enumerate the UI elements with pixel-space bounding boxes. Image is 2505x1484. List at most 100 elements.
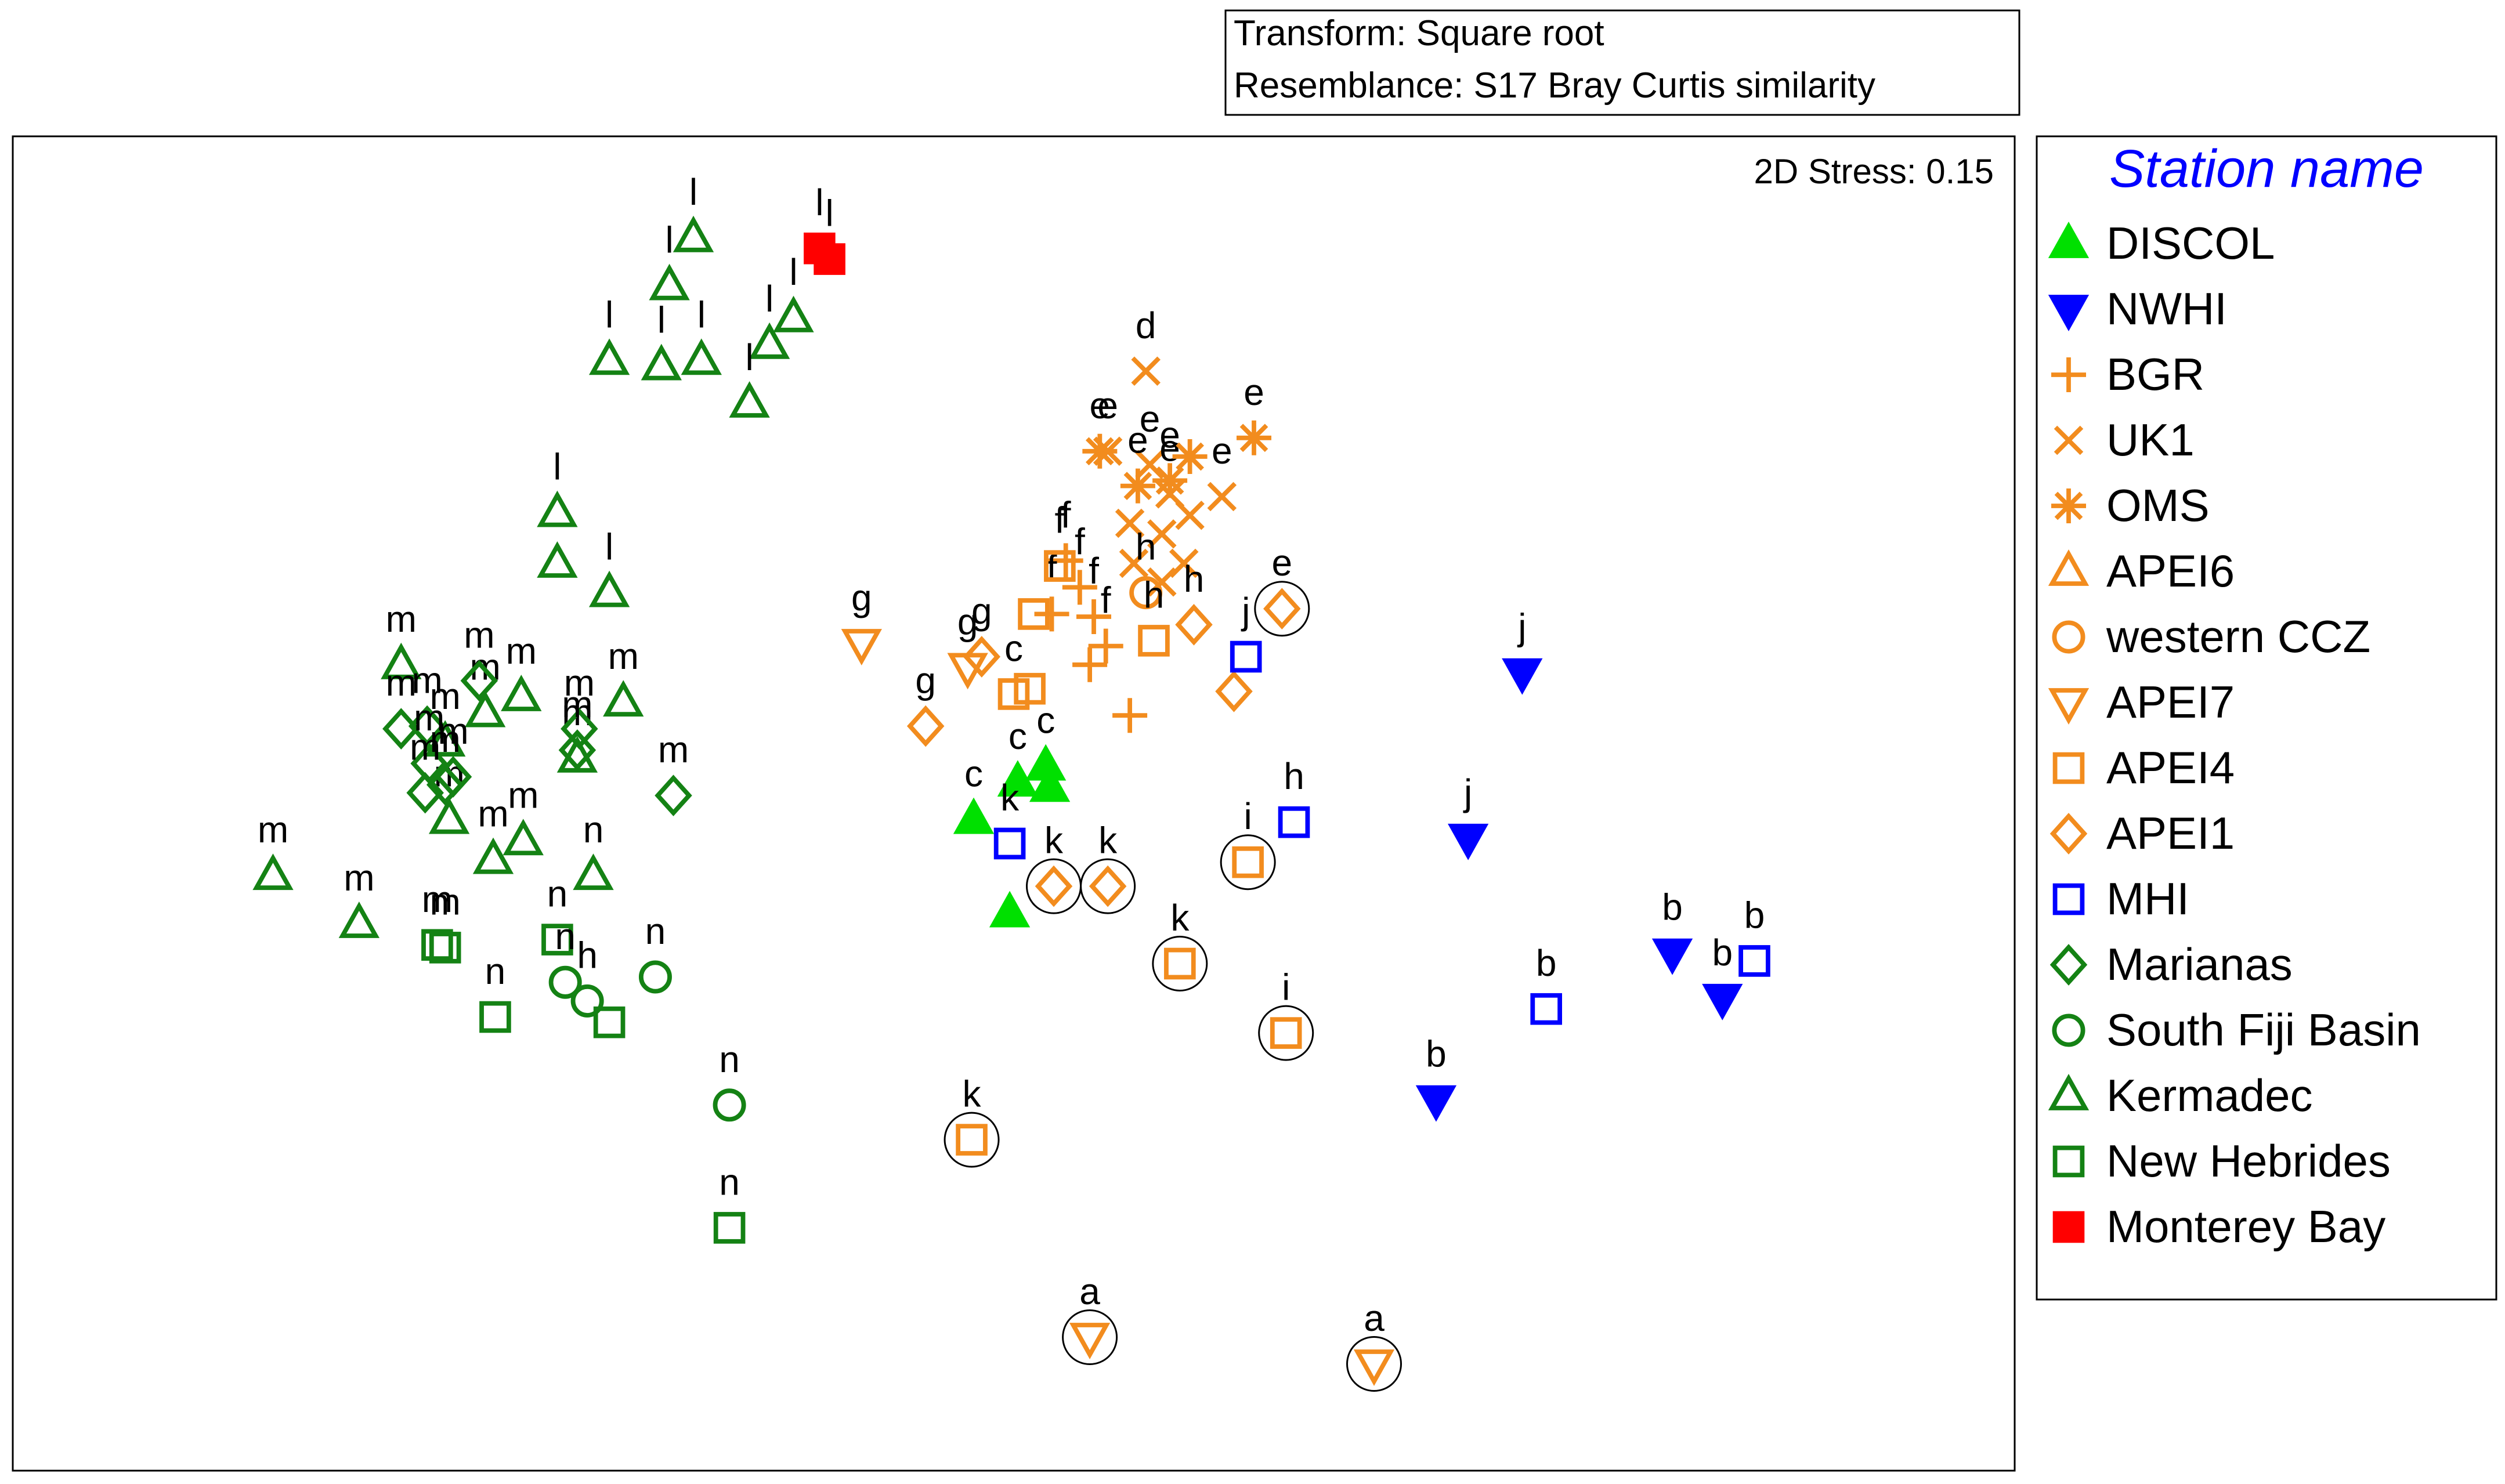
point-marker xyxy=(956,1124,988,1156)
point-label: e xyxy=(1090,385,1111,426)
point-apei1 xyxy=(1215,670,1253,712)
point-bgr xyxy=(1112,698,1148,733)
point-marker xyxy=(1270,1017,1302,1049)
point-apei4: i xyxy=(1220,795,1276,891)
point-uk1 xyxy=(1115,508,1145,538)
legend-item-apei7: APEI7 xyxy=(2048,676,2235,727)
point-label: f xyxy=(1089,550,1099,592)
point-marker xyxy=(252,853,294,891)
point-nwhi: b xyxy=(1651,886,1693,975)
point-label: m xyxy=(411,660,442,701)
point-label: l xyxy=(689,171,697,213)
point-label: l xyxy=(815,182,823,223)
point-apei1: e xyxy=(1254,542,1310,637)
point-marker xyxy=(963,636,1001,678)
point-marker xyxy=(425,720,466,757)
point-label: h xyxy=(1284,755,1304,797)
point-label: m xyxy=(430,675,461,717)
point-marker xyxy=(1014,672,1046,705)
point-label: j xyxy=(1241,590,1250,632)
legend-item-monterey-bay: Monterey Bay xyxy=(2052,1201,2385,1252)
point-marker xyxy=(588,338,630,375)
point-label: m xyxy=(564,662,595,704)
point-label: m xyxy=(386,662,417,704)
point-label: j xyxy=(1463,772,1472,813)
legend-item-apei4: APEI4 xyxy=(2052,742,2235,793)
point-kermadec: m xyxy=(472,793,514,874)
point-kermadec xyxy=(537,541,578,578)
point-marker xyxy=(841,629,882,665)
point-bgr: f xyxy=(1062,520,1097,605)
header-box: Transform: Square root Resemblance: S17 … xyxy=(1224,9,2020,116)
point-oms: e xyxy=(1120,419,1155,504)
point-marker xyxy=(1169,548,1199,578)
point-mhi: b xyxy=(1738,894,1770,977)
point-label: h xyxy=(1136,526,1156,568)
point-marker xyxy=(1278,806,1310,838)
legend-swatch xyxy=(2052,883,2085,915)
point-kermadec: l xyxy=(641,299,682,381)
point-marker xyxy=(426,763,464,806)
point-nwhi: j xyxy=(1502,606,1543,695)
point-monterey-bay: l xyxy=(814,193,845,275)
point-mhi: j xyxy=(1230,590,1262,673)
point-marker xyxy=(1232,846,1264,878)
stress-label: 2D Stress: 0.15 xyxy=(1754,152,1994,191)
point-south-fiji-basin: n xyxy=(638,910,672,994)
point-oms: e xyxy=(1237,371,1271,455)
point-label: k xyxy=(1000,777,1020,819)
point-label: e xyxy=(1097,385,1118,426)
point-label: m xyxy=(430,881,461,922)
point-apei4: k xyxy=(1152,897,1208,991)
point-apei4 xyxy=(1018,598,1050,630)
point-marker xyxy=(1152,463,1188,498)
point-label: e xyxy=(1212,430,1232,472)
point-kermadec: l xyxy=(673,171,714,252)
point-mhi: k xyxy=(993,777,1026,860)
point-label: b xyxy=(1744,894,1765,936)
point-apei7: g xyxy=(841,577,882,665)
point-marker xyxy=(406,772,444,814)
point-label: l xyxy=(745,336,753,378)
point-marker xyxy=(501,675,542,711)
highlight-ring xyxy=(944,1112,1000,1168)
point-marker xyxy=(814,243,845,275)
point-label: l xyxy=(825,193,833,234)
legend-swatch xyxy=(2048,295,2090,331)
point-label: g xyxy=(915,660,936,701)
point-marker xyxy=(479,1001,511,1033)
point-label: m xyxy=(438,710,468,752)
point-bgr: f xyxy=(1048,494,1083,578)
point-marker xyxy=(1018,598,1050,630)
point-label: c xyxy=(964,753,983,795)
highlight-ring xyxy=(1346,1336,1402,1392)
point-apei1: k xyxy=(1080,820,1136,914)
point-oms: e xyxy=(1082,385,1118,469)
point-oms: e xyxy=(1152,414,1188,498)
point-marianas: m xyxy=(410,697,448,784)
legend-swatch xyxy=(2048,1074,2090,1110)
legend-swatch xyxy=(2052,620,2085,654)
legend-label: New Hebrides xyxy=(2106,1135,2391,1186)
point-label: h xyxy=(577,934,598,976)
point-bgr: f xyxy=(1076,550,1111,634)
point-label: m xyxy=(562,683,592,725)
legend-item-western-ccz: western CCZ xyxy=(2052,611,2370,662)
point-label: k xyxy=(1044,820,1064,862)
point-marker xyxy=(570,984,604,1018)
point-apei4: f xyxy=(1044,500,1076,582)
legend-label: APEI1 xyxy=(2106,808,2235,859)
point-marker xyxy=(1448,823,1489,860)
legend-frame xyxy=(2036,135,2497,1301)
point-marker xyxy=(673,215,714,252)
point-label: f xyxy=(1101,580,1111,621)
point-label: m xyxy=(414,697,444,739)
point-marker xyxy=(1034,596,1069,632)
point-apei7: a xyxy=(1346,1297,1402,1392)
legend-title: Station name xyxy=(2109,139,2424,198)
point-label: e xyxy=(1272,542,1293,584)
point-label: l xyxy=(665,219,673,261)
point-label: m xyxy=(344,857,374,899)
legend-label: MHI xyxy=(2106,873,2189,924)
